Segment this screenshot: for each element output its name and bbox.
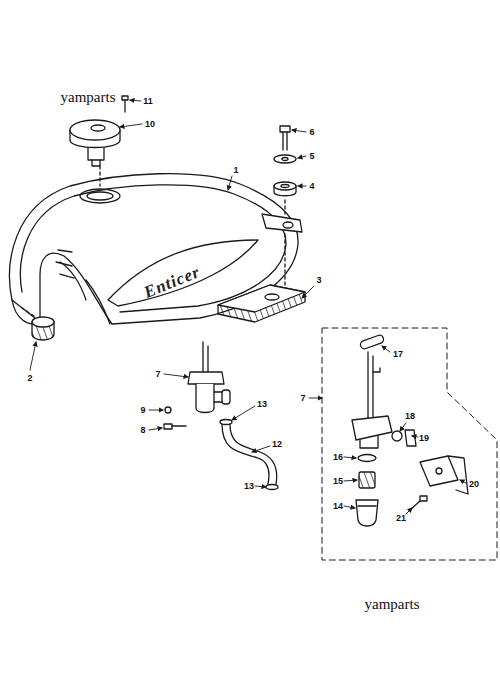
callout-number: 2 xyxy=(27,374,32,383)
callout-number: 8 xyxy=(140,426,145,435)
callout-number: 21 xyxy=(396,514,406,523)
drain-cap xyxy=(22,308,54,340)
leader-lines xyxy=(30,100,466,514)
brand-text: Enticer xyxy=(141,263,202,301)
callout-number: 6 xyxy=(309,128,314,137)
callout-number: 5 xyxy=(309,152,314,161)
callout-number: 18 xyxy=(405,412,415,421)
callout-number: 3 xyxy=(316,276,321,285)
callout-number: 20 xyxy=(469,480,479,489)
callout-number: 1 xyxy=(233,166,238,175)
callout-number: 4 xyxy=(309,182,314,191)
callout-number: 15 xyxy=(333,477,343,486)
fuel-hose xyxy=(220,420,278,490)
callout-number: 12 xyxy=(272,440,282,449)
callout-number: 13 xyxy=(244,482,254,491)
fuel-petcock xyxy=(164,342,230,429)
callout-number: 10 xyxy=(145,120,155,129)
callout-number: 9 xyxy=(140,406,145,415)
callout-number: 16 xyxy=(333,453,343,462)
exploded-view xyxy=(322,328,497,560)
callout-number: 11 xyxy=(143,97,153,106)
callout-number: 14 xyxy=(333,502,343,511)
callout-number: 13 xyxy=(257,400,267,409)
callout-number: 7 xyxy=(155,370,160,379)
fuel-cap xyxy=(70,96,128,186)
callout-number: 17 xyxy=(393,350,403,359)
mount-hardware xyxy=(274,126,296,290)
callout-number: 19 xyxy=(419,434,429,443)
callout-number: 7 xyxy=(300,394,305,403)
rubber-pad xyxy=(218,285,305,322)
watermark: yamparts xyxy=(365,597,420,612)
watermark: yamparts xyxy=(61,90,116,105)
